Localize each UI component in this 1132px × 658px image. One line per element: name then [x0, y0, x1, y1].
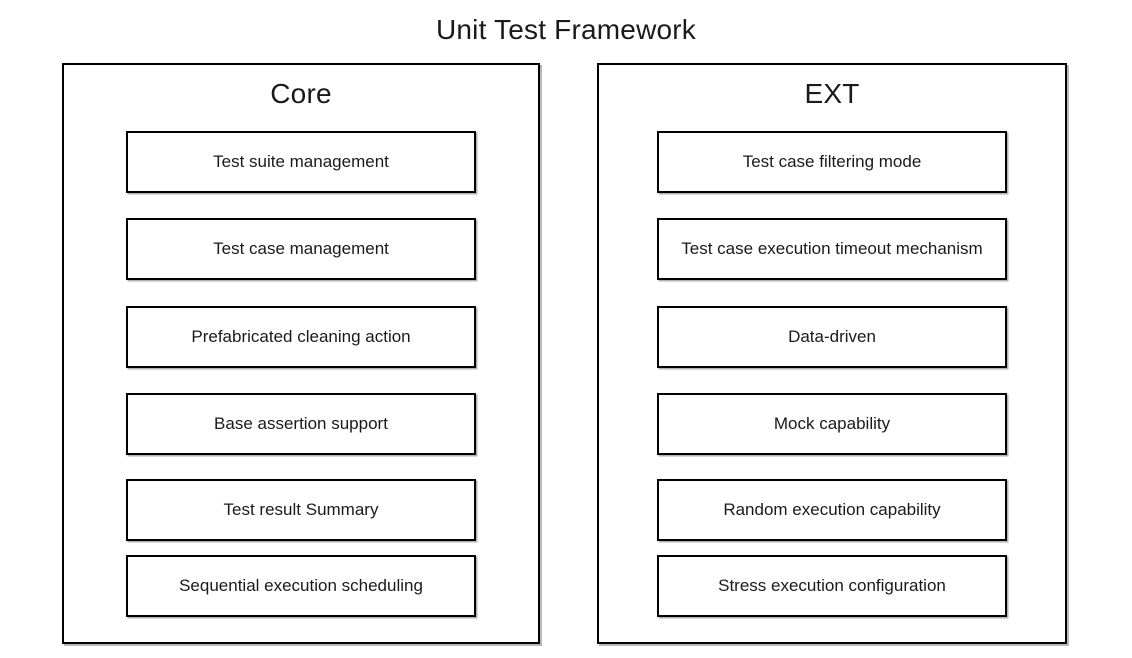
ext-box-test-case-execution-timeout-mechanism: Test case execution timeout mechanism	[657, 218, 1007, 280]
ext-box-label: Random execution capability	[723, 500, 941, 519]
core-box-label: Test result Summary	[223, 500, 379, 519]
ext-box-label: Data-driven	[788, 327, 876, 346]
core-box-test-case-management: Test case management	[126, 218, 476, 280]
ext-box-mock-capability: Mock capability	[657, 393, 1007, 455]
ext-panel: EXT Test case filtering mode Test case e…	[597, 63, 1067, 644]
ext-panel-label: EXT	[804, 78, 860, 109]
ext-box-label: Mock capability	[773, 414, 891, 433]
core-box-test-suite-management: Test suite management	[126, 131, 476, 193]
core-box-label: Sequential execution scheduling	[179, 576, 423, 595]
core-panel: Core Test suite management Test case man…	[62, 63, 540, 644]
diagram-title: Unit Test Framework	[435, 14, 696, 45]
core-panel-label: Core	[270, 78, 332, 109]
core-box-prefabricated-cleaning-action: Prefabricated cleaning action	[126, 306, 476, 368]
core-box-sequential-execution-scheduling: Sequential execution scheduling	[126, 555, 476, 617]
core-box-label: Base assertion support	[214, 414, 388, 433]
core-box-label: Prefabricated cleaning action	[191, 327, 411, 346]
ext-box-label: Stress execution configuration	[718, 576, 946, 595]
ext-box-stress-execution-configuration: Stress execution configuration	[657, 555, 1007, 617]
ext-box-test-case-filtering-mode: Test case filtering mode	[657, 131, 1007, 193]
core-box-test-result-summary: Test result Summary	[126, 479, 476, 541]
core-box-base-assertion-support: Base assertion support	[126, 393, 476, 455]
ext-box-label: Test case filtering mode	[742, 152, 922, 171]
ext-box-label: Test case execution timeout mechanism	[681, 239, 983, 258]
ext-box-random-execution-capability: Random execution capability	[657, 479, 1007, 541]
ext-box-data-driven: Data-driven	[657, 306, 1007, 368]
core-box-label: Test case management	[213, 239, 389, 258]
core-box-label: Test suite management	[213, 152, 389, 171]
